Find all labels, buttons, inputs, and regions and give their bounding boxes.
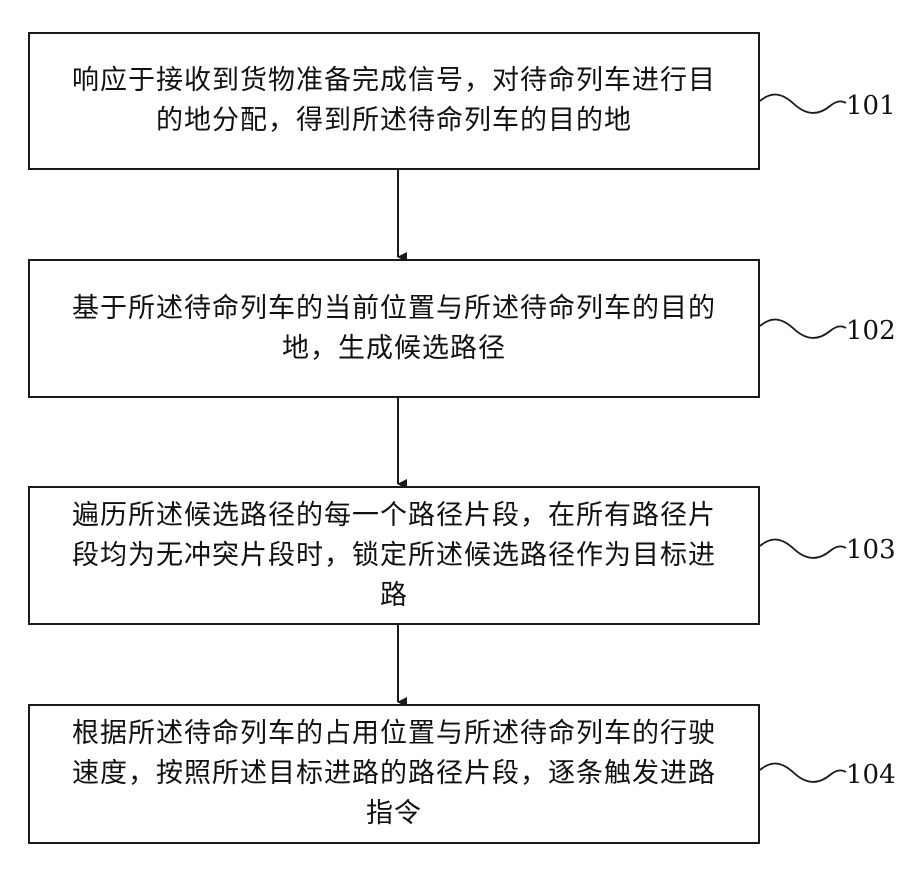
leader-line-103 bbox=[760, 540, 846, 558]
step-text-103: 遍历所述候选路径的每一个路径片段，在所有路径片 段均为无冲突片段时，锁定所述候选… bbox=[58, 496, 730, 616]
leader-line-101 bbox=[760, 95, 846, 113]
step-ref-101: 101 bbox=[846, 91, 896, 121]
step-ref-104: 104 bbox=[846, 760, 896, 790]
step-text-101: 响应于接收到货物准备完成信号，对待命列车进行目 的地分配，得到所述待命列车的目的… bbox=[58, 61, 730, 141]
step-text-104: 根据所述待命列车的占用位置与所述待命列车的行驶 速度，按照所述目标进路的路径片段… bbox=[58, 714, 730, 834]
step-box-103: 遍历所述候选路径的每一个路径片段，在所有路径片 段均为无冲突片段时，锁定所述候选… bbox=[28, 486, 760, 625]
leader-line-102 bbox=[760, 320, 846, 338]
step-box-101: 响应于接收到货物准备完成信号，对待命列车进行目 的地分配，得到所述待命列车的目的… bbox=[28, 32, 760, 170]
step-box-104: 根据所述待命列车的占用位置与所述待命列车的行驶 速度，按照所述目标进路的路径片段… bbox=[28, 704, 760, 844]
leader-line-104 bbox=[760, 764, 846, 782]
step-text-102: 基于所述待命列车的当前位置与所述待命列车的目的 地，生成候选路径 bbox=[58, 289, 730, 369]
step-ref-103: 103 bbox=[846, 535, 896, 565]
step-box-102: 基于所述待命列车的当前位置与所述待命列车的目的 地，生成候选路径 bbox=[28, 259, 760, 398]
step-ref-102: 102 bbox=[846, 316, 896, 346]
